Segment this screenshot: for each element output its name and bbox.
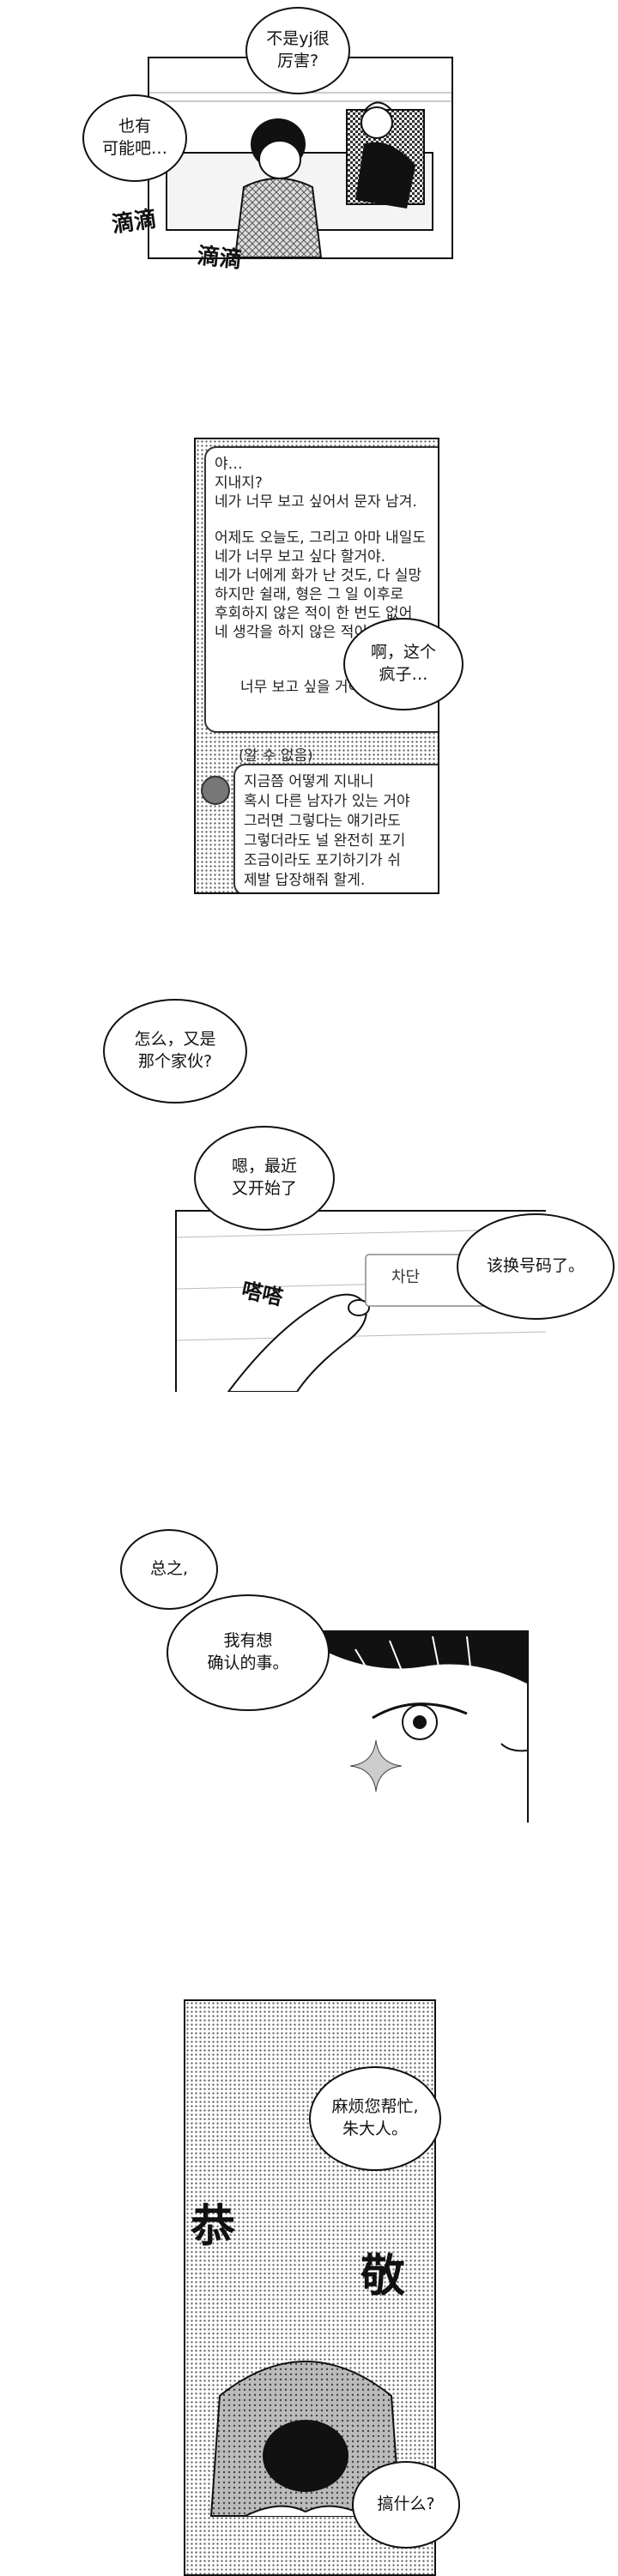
message-line: 너무 보고 싶을 거야. xyxy=(240,679,367,696)
message-line: 하지만 쉴래, 형은 그 일 이후로 xyxy=(215,586,404,603)
speech-bubble: 搞什么? xyxy=(352,2461,460,2549)
speech-bubble: 怎么，又是 那个家伙? xyxy=(103,999,247,1104)
speech-bubble: 啊，这个 疯子… xyxy=(343,618,464,711)
message-line: 그러면 그렇다는 얘기라도 xyxy=(244,813,401,830)
message-bubble: 야… 지내지? 네가 너무 보고 싶어서 문자 남겨. 어제도 오늘도, 그리고… xyxy=(204,446,438,733)
unread-label: (알 수 없음) xyxy=(239,747,313,765)
speech-bubble: 不是yj很 厉害? xyxy=(245,7,350,94)
block-button[interactable]: 차단 xyxy=(391,1268,421,1286)
sound-effect: 敬 xyxy=(360,2250,406,2302)
message-line: 어제도 오늘도, 그리고 아마 내일도 xyxy=(215,529,426,547)
speech-bubble: 也有 可能吧… xyxy=(82,94,187,182)
message-line: 제발 답장해줘 할게. xyxy=(244,872,366,889)
speech-bubble: 该换号码了。 xyxy=(457,1213,615,1320)
message-line: 지내지? xyxy=(215,475,263,492)
message-line: 조금이라도 포기하기가 쉬 xyxy=(244,852,401,869)
speech-bubble: 麻烦您帮忙, 朱大人。 xyxy=(309,2066,441,2171)
eye-illustration xyxy=(321,1632,527,1752)
panel-eye-closeup xyxy=(321,1630,529,1823)
living-room-illustration xyxy=(149,92,451,257)
message-line: 네가 너에게 화가 난 것도, 다 실망 xyxy=(215,567,422,584)
message-line: 후회하지 않은 적이 한 번도 없어 xyxy=(215,605,413,622)
sound-effect: 滴滴 xyxy=(110,206,159,239)
sound-effect: 恭 xyxy=(191,2200,236,2252)
speech-bubble: 总之, xyxy=(120,1529,218,1610)
message-bubble: 지금쯤 어떻게 지내니 혹시 다른 남자가 있는 거야 그러면 그렇다는 얘기라… xyxy=(233,764,438,892)
bowing-illustration xyxy=(209,2361,402,2517)
message-line: 그렇더라도 널 완전히 포기 xyxy=(244,832,406,850)
message-line: 지금쯤 어떻게 지내니 xyxy=(244,773,374,790)
message-line: 네가 너무 보고 싶다 할거야. xyxy=(215,548,386,565)
speech-bubble: 我有想 确认的事。 xyxy=(167,1594,330,1711)
sparkle-icon xyxy=(350,1740,402,1792)
message-line: 혹시 다른 남자가 있는 거야 xyxy=(244,793,410,810)
message-line: 네가 너무 보고 싶어서 문자 남겨. xyxy=(215,493,417,511)
sound-effect: 滴滴 xyxy=(196,243,244,274)
avatar xyxy=(201,776,230,805)
speech-bubble: 嗯，最近 又开始了 xyxy=(194,1126,335,1231)
message-line: 야… xyxy=(215,456,243,473)
